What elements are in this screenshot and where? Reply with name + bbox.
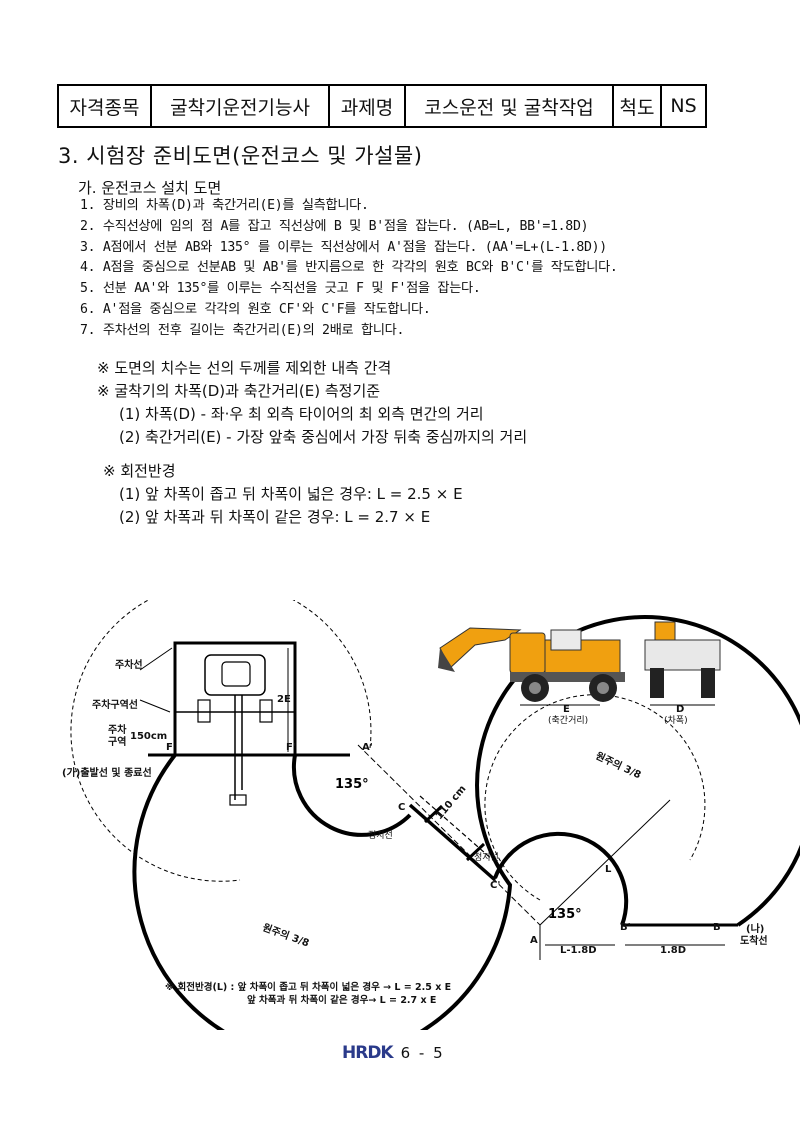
step-item: 7. 주차선의 전후 길이는 축간거리(E)의 2배로 합니다. bbox=[80, 322, 405, 338]
label-parking-area-line: 주차구역선 bbox=[92, 698, 138, 711]
turning-item-1: (1) 앞 차폭이 좁고 뒤 차폭이 넓은 경우: L = 2.5 × E bbox=[119, 485, 463, 503]
excavator-front-icon bbox=[520, 621, 721, 706]
label-point-c2: C' bbox=[490, 880, 500, 891]
subsection-title: 가. 운전코스 설치 도면 bbox=[78, 179, 222, 197]
label-finish-2: 도착선 bbox=[740, 934, 768, 947]
step-item: 6. A'점을 중심으로 각각의 원호 CF'와 C'F를 작도합니다. bbox=[80, 301, 431, 317]
label-parking-line: 주차선 bbox=[115, 658, 143, 671]
label-angle-bottom: 135° bbox=[548, 907, 582, 922]
qual-label: 자격종목 bbox=[59, 86, 152, 126]
course-cross-line bbox=[408, 803, 497, 882]
label-stop-line-2: 정지선 bbox=[474, 852, 499, 863]
turning-item-2: (2) 앞 차폭과 뒤 차폭이 같은 경우: L = 2.7 × E bbox=[119, 508, 431, 526]
label-point-c: C bbox=[398, 802, 405, 813]
task-label: 과제명 bbox=[330, 86, 406, 126]
label-150cm: 150cm bbox=[130, 731, 167, 742]
label-exc-e-desc: (축간거리) bbox=[548, 715, 588, 726]
step-item: 3. A점에서 선분 AB와 135° 를 이루는 직선상에서 A'점을 잡는다… bbox=[80, 239, 607, 255]
caption-line-1: ※ 회전반경(L) : 앞 차폭이 좁고 뒤 차폭이 넓은 경우 → L = 2… bbox=[165, 982, 452, 993]
label-finish-1: (나) bbox=[746, 922, 764, 935]
label-exc-d-desc: (차폭) bbox=[664, 714, 688, 726]
caption-line-2: 앞 차폭과 뒤 차폭이 같은 경우→ L = 2.7 x E bbox=[247, 995, 437, 1006]
course-inner-boundary bbox=[291, 754, 629, 926]
note-dimension: ※ 도면의 치수는 선의 두께를 제외한 내측 간격 bbox=[97, 359, 392, 377]
label-start-end-line: (가)출발선 및 종료선 bbox=[62, 766, 152, 779]
task-value: 코스운전 및 굴착작업 bbox=[406, 86, 614, 126]
step-item: 2. 수직선상에 임의 점 A를 잡고 직선상에 B 및 B'점을 잡는다. (… bbox=[80, 218, 589, 234]
course-outer-boundary bbox=[132, 615, 800, 1030]
label-point-a: A bbox=[530, 935, 538, 946]
turning-radius-block: ※ 회전반경 (1) 앞 차폭이 좁고 뒤 차폭이 넓은 경우: L = 2.5… bbox=[103, 460, 463, 529]
label-arc-top: 원주의 3/8 bbox=[594, 749, 644, 781]
excavator-side-icon bbox=[438, 627, 625, 702]
footer: HRDK 6 - 5 bbox=[342, 1043, 445, 1063]
note-width: (1) 차폭(D) - 좌·우 최 외측 타이어의 최 외측 면간의 거리 bbox=[119, 405, 484, 423]
label-exc-e: E bbox=[563, 704, 570, 715]
page-number: 6 - 5 bbox=[400, 1044, 445, 1062]
step-item: 4. A점을 중심으로 선분AB 및 AB'를 반지름으로 한 각각의 원호 B… bbox=[80, 260, 618, 276]
stop-line bbox=[423, 804, 444, 824]
label-parking-zone-2: 구역 bbox=[108, 735, 126, 748]
label-point-f2: F' bbox=[286, 742, 296, 753]
note-wheelbase: (2) 축간거리(E) - 가장 앞축 중심에서 가장 뒤축 중심까지의 거리 bbox=[119, 428, 528, 446]
label-point-f: F bbox=[166, 742, 173, 753]
label-point-b: B bbox=[713, 922, 721, 933]
course-diagram: 주차선 주차구역선 주차 구역 150cm (가)출발선 및 종료선 2E F … bbox=[62, 600, 800, 1030]
turning-title: ※ 회전반경 bbox=[103, 462, 176, 480]
hrdk-logo: HRDK bbox=[342, 1043, 394, 1063]
header-table: 자격종목 굴착기운전기능사 과제명 코스운전 및 굴착작업 척도 NS bbox=[57, 84, 707, 128]
step-item: 1. 장비의 차폭(D)과 축간거리(E)를 실측합니다. bbox=[80, 198, 369, 213]
label-point-b2: B' bbox=[620, 922, 631, 933]
stop-line bbox=[465, 842, 486, 862]
label-l: L bbox=[605, 864, 612, 875]
label-parking-zone-1: 주차 bbox=[108, 723, 127, 736]
label-2e: 2E bbox=[277, 694, 291, 705]
label-18d: 1.8D bbox=[660, 945, 686, 956]
excavator-top-body bbox=[204, 654, 266, 696]
label-exc-d: D bbox=[676, 704, 684, 715]
label-stop-line-1: 정지선 bbox=[368, 830, 393, 841]
step-item: 5. 선분 AA'와 135°를 이루는 수직선을 긋고 F 및 F'점을 잡는… bbox=[80, 281, 481, 297]
diagram-caption: ※ 회전반경(L) : 앞 차폭이 좁고 뒤 차폭이 넓은 경우 → L = 2… bbox=[165, 981, 451, 1007]
label-angle-top: 135° bbox=[335, 777, 369, 792]
label-arc-bottom: 원주의 3/8 bbox=[261, 921, 311, 950]
scale-label: 척도 bbox=[614, 86, 662, 126]
label-point-a2: A' bbox=[362, 742, 373, 753]
label-l-18d: L-1.8D bbox=[560, 945, 597, 956]
note-measure: ※ 굴착기의 차폭(D)과 축간거리(E) 측정기준 bbox=[97, 382, 381, 400]
label-110cm: 110 cm bbox=[434, 784, 469, 822]
qual-value: 굴착기운전기능사 bbox=[152, 86, 330, 126]
section-title: 3. 시험장 준비도면(운전코스 및 가설물) bbox=[58, 144, 423, 168]
notes-block: ※ 도면의 치수는 선의 두께를 제외한 내측 간격 ※ 굴착기의 차폭(D)과… bbox=[97, 357, 527, 449]
steps-list: 1. 장비의 차폭(D)과 축간거리(E)를 실측합니다. 2. 수직선상에 임… bbox=[80, 196, 618, 342]
scale-value: NS bbox=[670, 95, 697, 117]
